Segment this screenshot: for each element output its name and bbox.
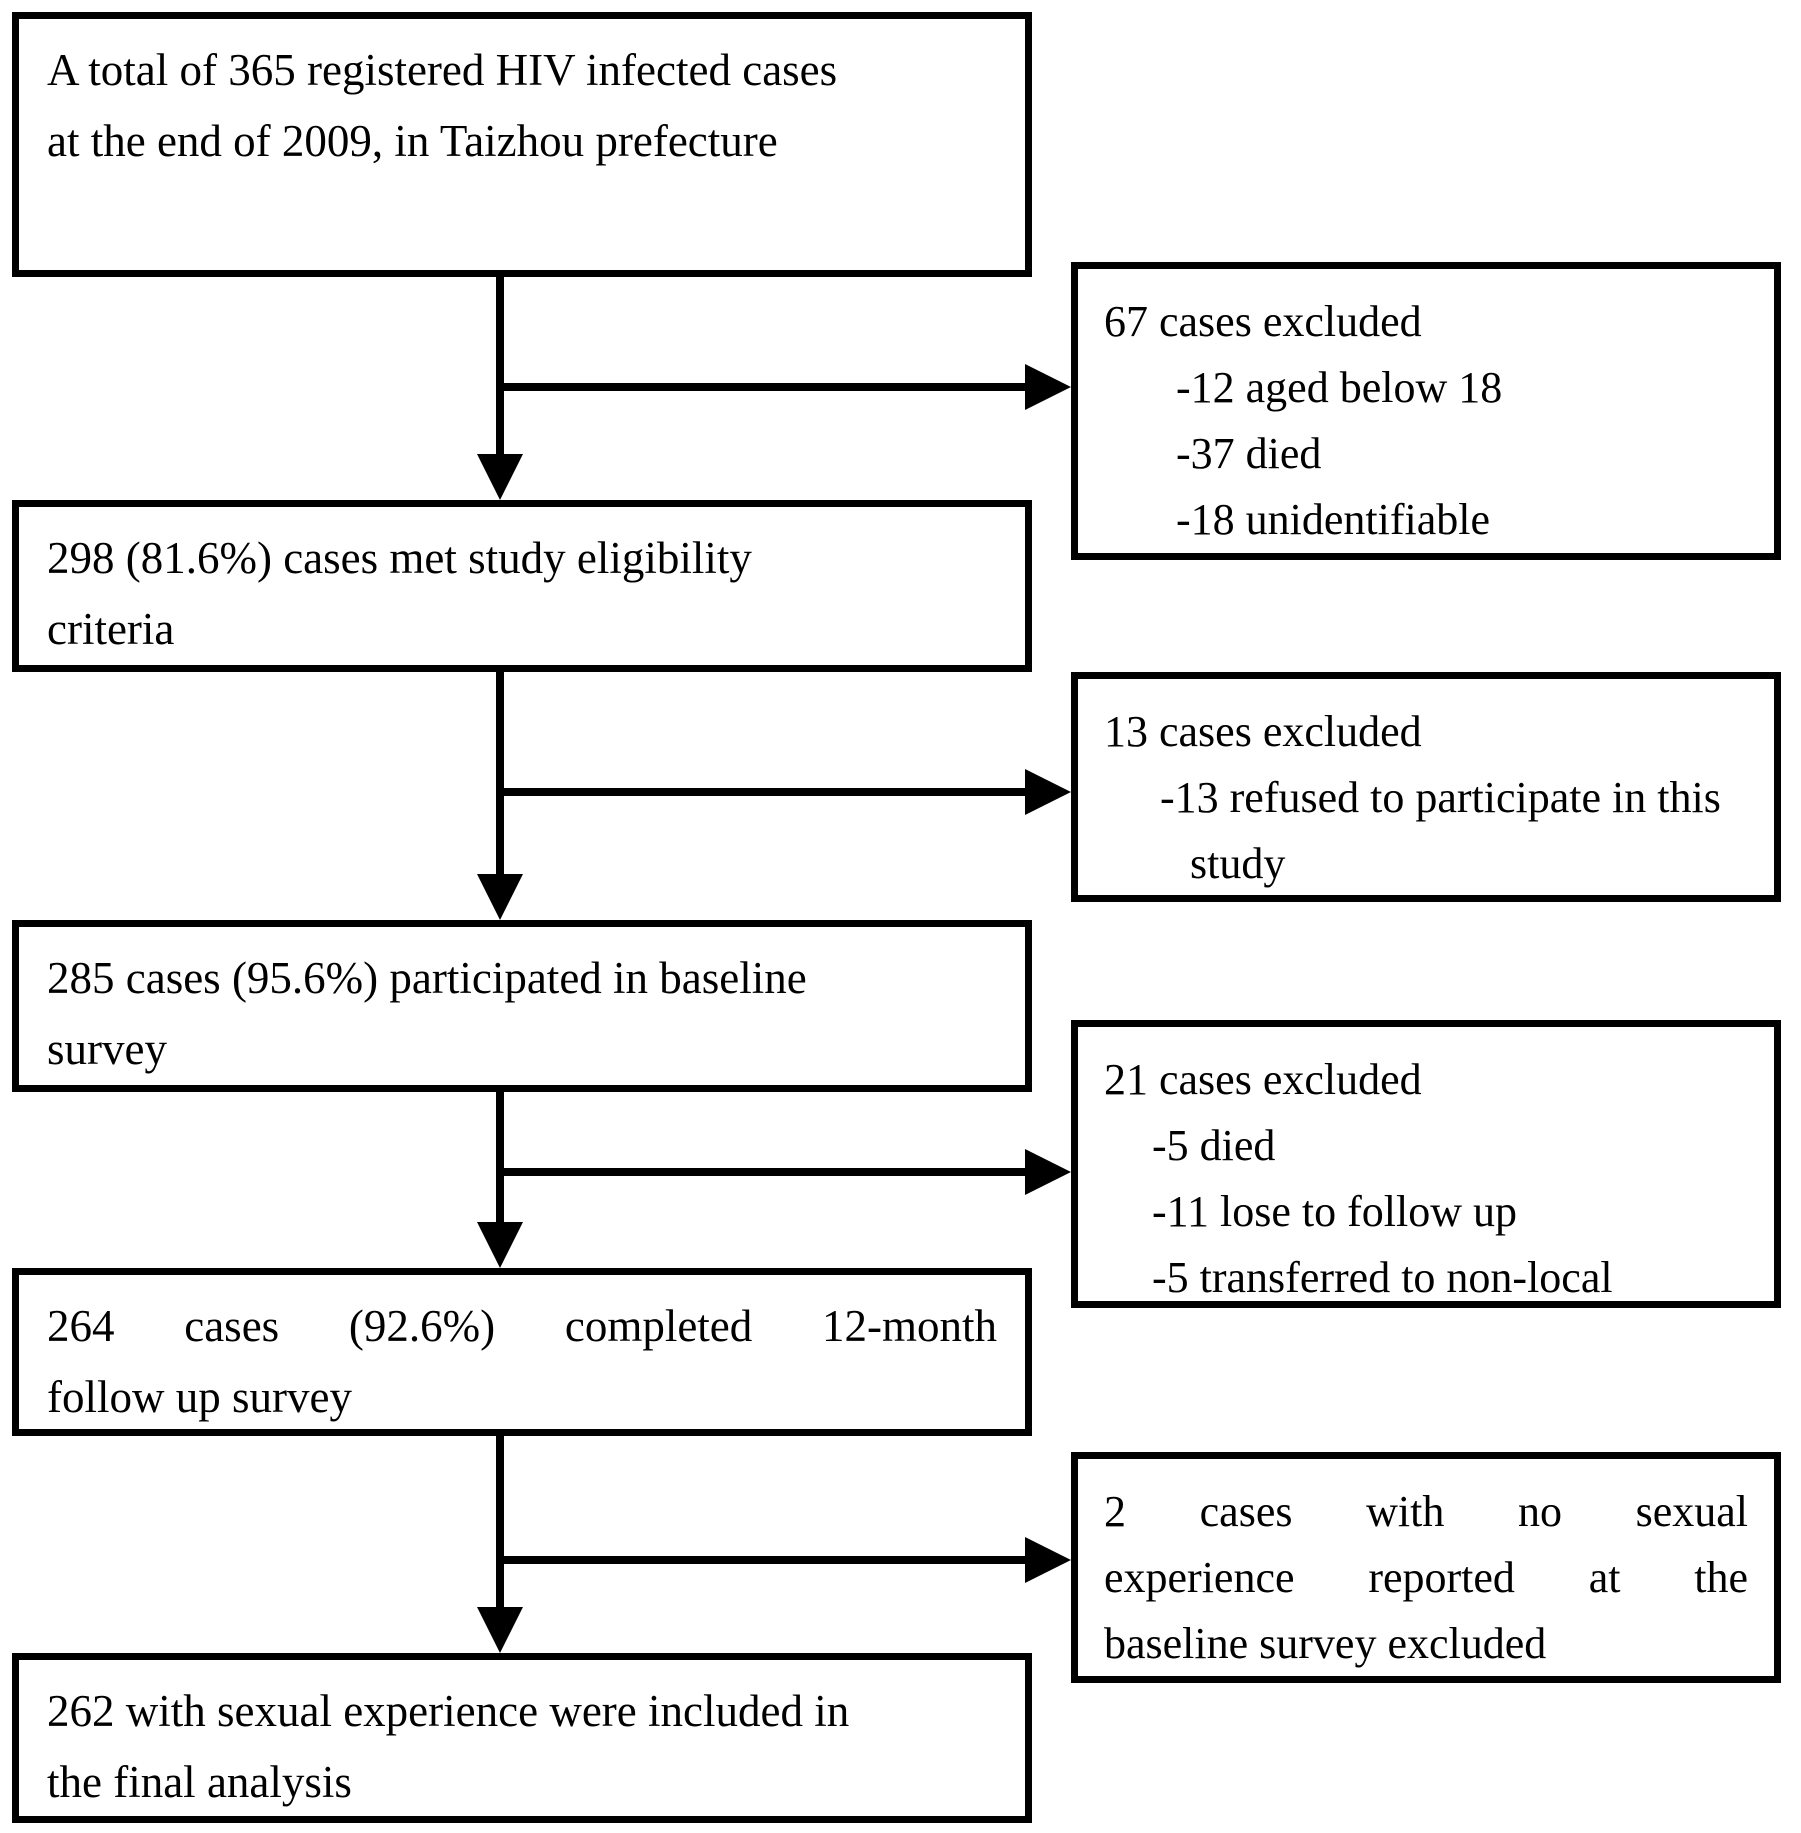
arrow-down-icon <box>477 874 523 920</box>
branch-line-1 <box>500 383 1030 391</box>
flow-box-text-line: 264 cases (92.6%) completed 12-month <box>47 1301 997 1351</box>
exclusion-box-text-line: 2 cases with no sexual <box>1104 1487 1748 1536</box>
exclusion-item: -18 unidentifiable <box>1176 495 1491 544</box>
exclusion-box-no-sexual-experience: 2 cases with no sexual experience report… <box>1071 1452 1781 1683</box>
exclusion-item: -5 transferred to non-local <box>1152 1253 1613 1302</box>
flow-box-baseline-survey: 285 cases (95.6%) participated in baseli… <box>12 920 1032 1092</box>
connector-line-3 <box>496 1092 504 1222</box>
exclusion-box-title: 13 cases excluded <box>1104 707 1422 756</box>
exclusion-item: -13 refused to participate in this study <box>1160 773 1721 888</box>
arrow-down-icon <box>477 1222 523 1268</box>
flow-box-text-line: criteria <box>47 604 175 654</box>
exclusion-box-title: 21 cases excluded <box>1104 1055 1422 1104</box>
connector-line-4 <box>496 1436 504 1607</box>
flow-box-text-line: A total of 365 registered HIV infected c… <box>47 45 838 95</box>
exclusion-item: -11 lose to follow up <box>1152 1187 1517 1236</box>
flow-box-final-analysis: 262 with sexual experience were included… <box>12 1653 1032 1823</box>
connector-line-1 <box>496 277 504 455</box>
flow-box-eligible-cases: 298 (81.6%) cases met study eligibility … <box>12 500 1032 672</box>
connector-line-2 <box>496 672 504 874</box>
arrow-right-icon <box>1025 769 1071 815</box>
exclusion-item: -12 aged below 18 <box>1176 363 1503 412</box>
flow-box-registered-cases: A total of 365 registered HIV infected c… <box>12 12 1032 277</box>
branch-line-3 <box>500 1168 1030 1176</box>
exclusion-box-text-line: experience reported at the <box>1104 1553 1748 1602</box>
branch-line-2 <box>500 788 1030 796</box>
flow-box-followup-survey: 264 cases (92.6%) completed 12-month fol… <box>12 1268 1032 1436</box>
arrow-right-icon <box>1025 1149 1071 1195</box>
exclusion-box-67-cases: 67 cases excluded -12 aged below 18 -37 … <box>1071 262 1781 560</box>
flow-box-text-line: 285 cases (95.6%) participated in baseli… <box>47 953 807 1003</box>
flow-box-text-line: at the end of 2009, in Taizhou prefectur… <box>47 116 778 166</box>
exclusion-box-title: 67 cases excluded <box>1104 297 1422 346</box>
exclusion-item: -37 died <box>1176 429 1322 478</box>
flow-box-text-line: the final analysis <box>47 1757 352 1807</box>
branch-line-4 <box>500 1556 1030 1564</box>
exclusion-box-21-cases: 21 cases excluded -5 died -11 lose to fo… <box>1071 1020 1781 1308</box>
exclusion-box-13-cases: 13 cases excluded -13 refused to partici… <box>1071 672 1781 902</box>
arrow-right-icon <box>1025 1537 1071 1583</box>
arrow-down-icon <box>477 1607 523 1653</box>
flow-box-text-line: follow up survey <box>47 1372 352 1422</box>
flow-box-text-line: 298 (81.6%) cases met study eligibility <box>47 533 752 583</box>
arrow-right-icon <box>1025 364 1071 410</box>
exclusion-item: -5 died <box>1152 1121 1276 1170</box>
flow-box-text-line: 262 with sexual experience were included… <box>47 1686 850 1736</box>
flow-box-text-line: survey <box>47 1024 167 1074</box>
arrow-down-icon <box>477 454 523 500</box>
exclusion-box-text-line: baseline survey excluded <box>1104 1619 1547 1668</box>
